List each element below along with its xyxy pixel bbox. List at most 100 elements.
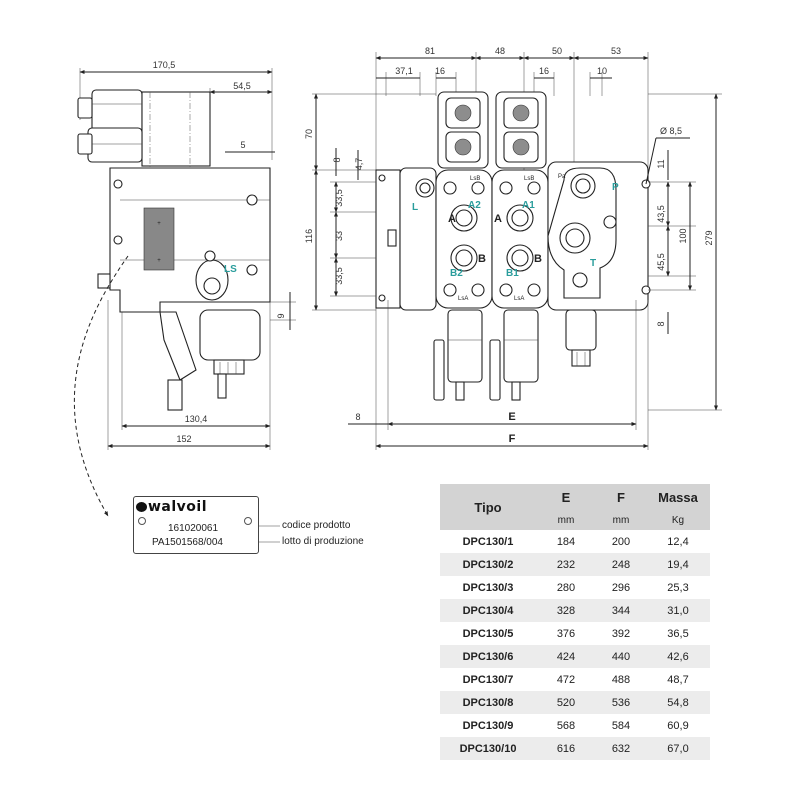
dim-right-45-5: 45,5 [656, 253, 666, 271]
mark-a-left: A [448, 213, 456, 225]
dim-top-81: 81 [425, 46, 435, 56]
section-2: A2 B2 A B LsB LsA [435, 169, 493, 309]
svg-text:+: + [157, 221, 161, 227]
dim-top-53: 53 [611, 46, 621, 56]
dim-side-9: 9 [276, 313, 286, 318]
cell-e: 520 [536, 691, 596, 714]
dim-right-43-5: 43,5 [656, 205, 666, 223]
inlet-section: P T Pa [547, 161, 651, 311]
dim-side-130-4: 130,4 [185, 414, 208, 424]
dim-left-33-5a: 33,5 [334, 189, 344, 207]
cell-e: 616 [536, 737, 596, 760]
product-code-note: codice prodotto [282, 520, 351, 531]
cell-massa: 54,8 [646, 691, 710, 714]
header-massa: Massa [646, 484, 710, 512]
dim-top-50: 50 [552, 46, 562, 56]
cell-f: 248 [596, 553, 646, 576]
cell-tipo: DPC130/4 [440, 599, 536, 622]
dim-right-hole: Ø 8,5 [660, 126, 682, 136]
cell-e: 280 [536, 576, 596, 599]
side-view: 170,5 54,5 5 + + LS [74, 60, 296, 517]
cell-f: 392 [596, 622, 646, 645]
dim-left-70: 70 [304, 129, 314, 139]
cell-f: 632 [596, 737, 646, 760]
port-b2-label: B2 [450, 268, 463, 279]
section-1: A1 B1 A B LsB LsA [491, 169, 549, 309]
dim-right-8: 8 [656, 321, 666, 326]
port-ls-label: LS [224, 264, 237, 275]
cell-e: 184 [536, 530, 596, 553]
cell-tipo: DPC130/10 [440, 737, 536, 760]
cell-massa: 67,0 [646, 737, 710, 760]
port-a2-label: A2 [468, 200, 481, 211]
svg-text:+: + [157, 258, 161, 264]
cell-tipo: DPC130/6 [440, 645, 536, 668]
dim-side-5: 5 [240, 140, 245, 150]
cell-f: 536 [596, 691, 646, 714]
cell-tipo: DPC130/9 [440, 714, 536, 737]
port-l-label: L [412, 202, 418, 213]
cell-f: 440 [596, 645, 646, 668]
dim-left-8: 8 [332, 157, 342, 162]
header-f: F [596, 484, 646, 512]
dim-top-16b: 16 [539, 66, 549, 76]
mark-pa: Pa [558, 174, 566, 180]
mark-lsa-right: LsA [514, 296, 524, 302]
dim-right-100: 100 [678, 228, 688, 243]
cell-f: 296 [596, 576, 646, 599]
cell-massa: 60,9 [646, 714, 710, 737]
cell-tipo: DPC130/1 [440, 530, 536, 553]
cell-tipo: DPC130/3 [440, 576, 536, 599]
unit-massa: Kg [646, 511, 710, 530]
mark-lsb-left: LsB [470, 176, 480, 182]
cell-massa: 31,0 [646, 599, 710, 622]
cell-massa: 25,3 [646, 576, 710, 599]
lower-actuators [433, 309, 597, 401]
port-t-label: T [590, 258, 596, 269]
cell-tipo: DPC130/2 [440, 553, 536, 576]
lot-number-note: lotto di produzione [282, 536, 364, 547]
cell-massa: 19,4 [646, 553, 710, 576]
port-p-label: P [612, 182, 619, 193]
cell-f: 200 [596, 530, 646, 553]
cell-massa: 42,6 [646, 645, 710, 668]
dim-side-152: 152 [176, 434, 191, 444]
cell-tipo: DPC130/8 [440, 691, 536, 714]
mark-b-left: B [478, 253, 486, 265]
mark-lsb-right: LsB [524, 176, 534, 182]
cell-massa: 36,5 [646, 622, 710, 645]
header-e: E [536, 484, 596, 512]
nameplate: walvoil 161020061 PA1501568/004 [133, 496, 259, 554]
dim-left-116: 116 [304, 229, 314, 243]
dim-top-37-1: 37,1 [395, 66, 413, 76]
cell-massa: 12,4 [646, 530, 710, 553]
connector-left [437, 91, 489, 169]
dim-left-4-7: 4,7 [354, 158, 364, 171]
cell-massa: 48,7 [646, 668, 710, 691]
dim-bottom-e: E [508, 411, 515, 423]
cell-e: 472 [536, 668, 596, 691]
cell-e: 328 [536, 599, 596, 622]
brand-name: walvoil [148, 499, 208, 515]
walvoil-logo-icon [136, 502, 147, 512]
front-view: 81 48 50 53 37,1 16 16 10 [304, 46, 722, 450]
lot-number: PA1501568/004 [152, 537, 223, 548]
plate-hole [138, 517, 146, 525]
port-b1-label: B1 [506, 268, 519, 279]
port-a1-label: A1 [522, 200, 535, 211]
cell-e: 568 [536, 714, 596, 737]
dim-bottom-f: F [509, 433, 516, 445]
dim-bottom-8: 8 [355, 412, 360, 422]
plate-hole [244, 517, 252, 525]
dim-left-33: 33 [334, 231, 344, 241]
cell-e: 232 [536, 553, 596, 576]
